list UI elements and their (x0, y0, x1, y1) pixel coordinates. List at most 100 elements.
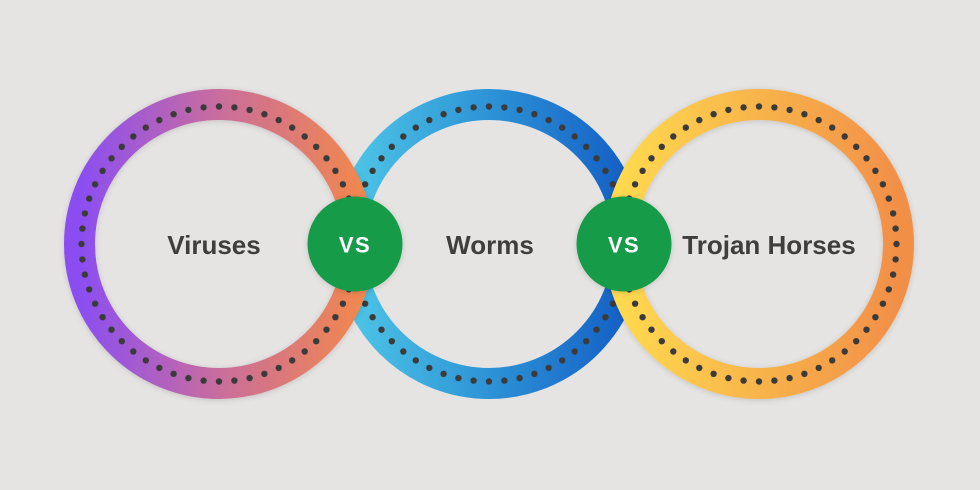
ring-dot (440, 111, 447, 118)
ring-dot (130, 133, 137, 140)
ring-dot (470, 104, 477, 111)
ring-dot (771, 377, 778, 384)
ring-dot (470, 377, 477, 384)
vs-badge-label: VS (608, 233, 640, 258)
ring-dot (648, 155, 655, 162)
ring-dot (885, 195, 892, 202)
trojan-horses-dotted-ring (618, 103, 900, 385)
ring-dot (710, 111, 717, 118)
ring-dot (889, 210, 897, 217)
ring-dot (485, 103, 493, 110)
ring-dot (215, 103, 223, 110)
label-trojan-horses: Trojan Horses (682, 230, 855, 260)
vs-badge-left: VS (307, 196, 403, 292)
ring-dot (602, 314, 609, 321)
ring-dot (571, 133, 578, 140)
ring-dot (108, 155, 115, 162)
vs-badge-circle (576, 196, 672, 292)
ring-dot (829, 124, 836, 131)
ring-dot (531, 111, 538, 118)
ring-dot (91, 300, 99, 307)
ring-dot (815, 116, 822, 124)
vs-badge-right: VS (576, 196, 672, 292)
ring-dot (185, 106, 192, 114)
ring-dot (829, 357, 836, 364)
label-viruses: Viruses (167, 230, 260, 260)
ring-dot (400, 133, 407, 140)
ring-dot (892, 256, 899, 263)
ring-dot (682, 357, 689, 364)
ring-dot (81, 271, 89, 278)
ring-dot (879, 181, 887, 188)
ring-dot (648, 326, 655, 333)
ring-dot (361, 300, 369, 307)
ring-dot (786, 106, 793, 114)
ring-dot (853, 143, 860, 150)
ring-dot (893, 240, 900, 248)
ring-dot (889, 271, 897, 278)
ring-dot (361, 181, 369, 188)
ring-dot (369, 314, 376, 321)
vs-badge-circle (307, 196, 403, 292)
ring-dot (455, 374, 462, 382)
ring-dot (696, 364, 703, 372)
ring-dot (301, 348, 308, 355)
ring-dot (156, 116, 163, 124)
ring-dot (740, 377, 747, 384)
ring-dot (670, 348, 677, 355)
ring-dot (609, 300, 617, 307)
ring-dot (682, 124, 689, 131)
ring-dot (725, 106, 732, 114)
ring-dot (289, 357, 296, 364)
ring-dot (501, 104, 508, 111)
ring-dot (86, 195, 93, 202)
ring-dot (118, 143, 126, 150)
ring-dot (412, 124, 419, 131)
ring-dot (246, 374, 253, 382)
ring-dot (631, 181, 639, 188)
ring-dot (170, 111, 177, 118)
ring-dot (99, 167, 106, 174)
ring-dot (388, 338, 395, 345)
ring-dot (130, 348, 137, 355)
ring-dot (872, 314, 879, 321)
ring-dot (261, 370, 268, 377)
ring-dot (801, 370, 808, 377)
ring-dot (879, 300, 887, 307)
ring-dot (185, 374, 192, 382)
ring-dot (108, 326, 115, 333)
ring-dot (289, 124, 296, 131)
vs-badge-label: VS (339, 233, 371, 258)
ring-dot (200, 104, 207, 111)
ring-dot (339, 300, 347, 307)
ring-dot (593, 155, 600, 162)
ring-dot (156, 364, 163, 372)
ring-dot (378, 326, 385, 333)
ring-dot (332, 314, 339, 321)
ring-dot (583, 338, 590, 345)
label-worms: Worms (446, 230, 534, 260)
ring-dot (755, 378, 763, 385)
ring-dot (231, 377, 238, 384)
ring-dot (863, 326, 870, 333)
ring-dot (440, 370, 447, 377)
ring-dot (323, 326, 330, 333)
ring-dot (545, 116, 552, 124)
ring-dot (872, 167, 879, 174)
ring-dot (786, 374, 793, 382)
ring-dot (725, 374, 732, 382)
ring-dot (583, 143, 590, 150)
ring-dot (86, 286, 93, 293)
ring-dot (275, 364, 282, 372)
ring-dot (91, 181, 99, 188)
ring-dot (841, 133, 848, 140)
ring-dot (99, 314, 106, 321)
ring-dot (142, 357, 149, 364)
ring-dot (593, 326, 600, 333)
ring-dot (609, 181, 617, 188)
ring-dot (369, 167, 376, 174)
ring-dot (81, 210, 89, 217)
ring-dot (332, 167, 339, 174)
ring-dot (853, 338, 860, 345)
ring-dot (658, 143, 665, 150)
